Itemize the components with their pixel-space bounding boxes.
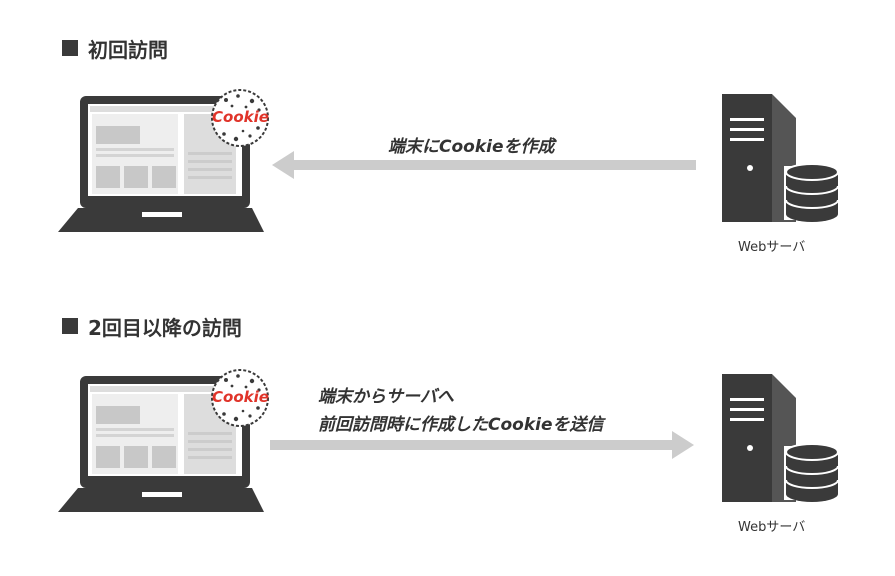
- arrow-label-send-line1: 端末からサーバへ: [318, 387, 454, 407]
- heading-square-icon: [62, 318, 78, 334]
- arrow-shaft: [270, 440, 674, 450]
- cookie-label-2: Cookie: [212, 388, 269, 406]
- section1-heading: 初回訪問: [62, 36, 168, 62]
- web-server-icon: [721, 373, 841, 503]
- section2-heading-text: 2回目以降の訪問: [88, 315, 242, 340]
- arrow-label-send-line2: 前回訪問時に作成したCookieを送信: [318, 415, 604, 435]
- server-label-2: Webサーバ: [738, 520, 806, 535]
- arrow-right-icon: [672, 431, 694, 459]
- cookie-label-1: Cookie: [212, 108, 269, 126]
- arrow-left-icon: [272, 151, 294, 179]
- server-label-1: Webサーバ: [738, 240, 806, 255]
- heading-square-icon: [62, 40, 78, 56]
- arrow-shaft: [290, 160, 696, 170]
- section1-heading-text: 初回訪問: [88, 37, 168, 62]
- section2-heading: 2回目以降の訪問: [62, 314, 242, 340]
- web-server-icon: [721, 93, 841, 223]
- arrow-label-create: 端末にCookieを作成: [388, 137, 555, 157]
